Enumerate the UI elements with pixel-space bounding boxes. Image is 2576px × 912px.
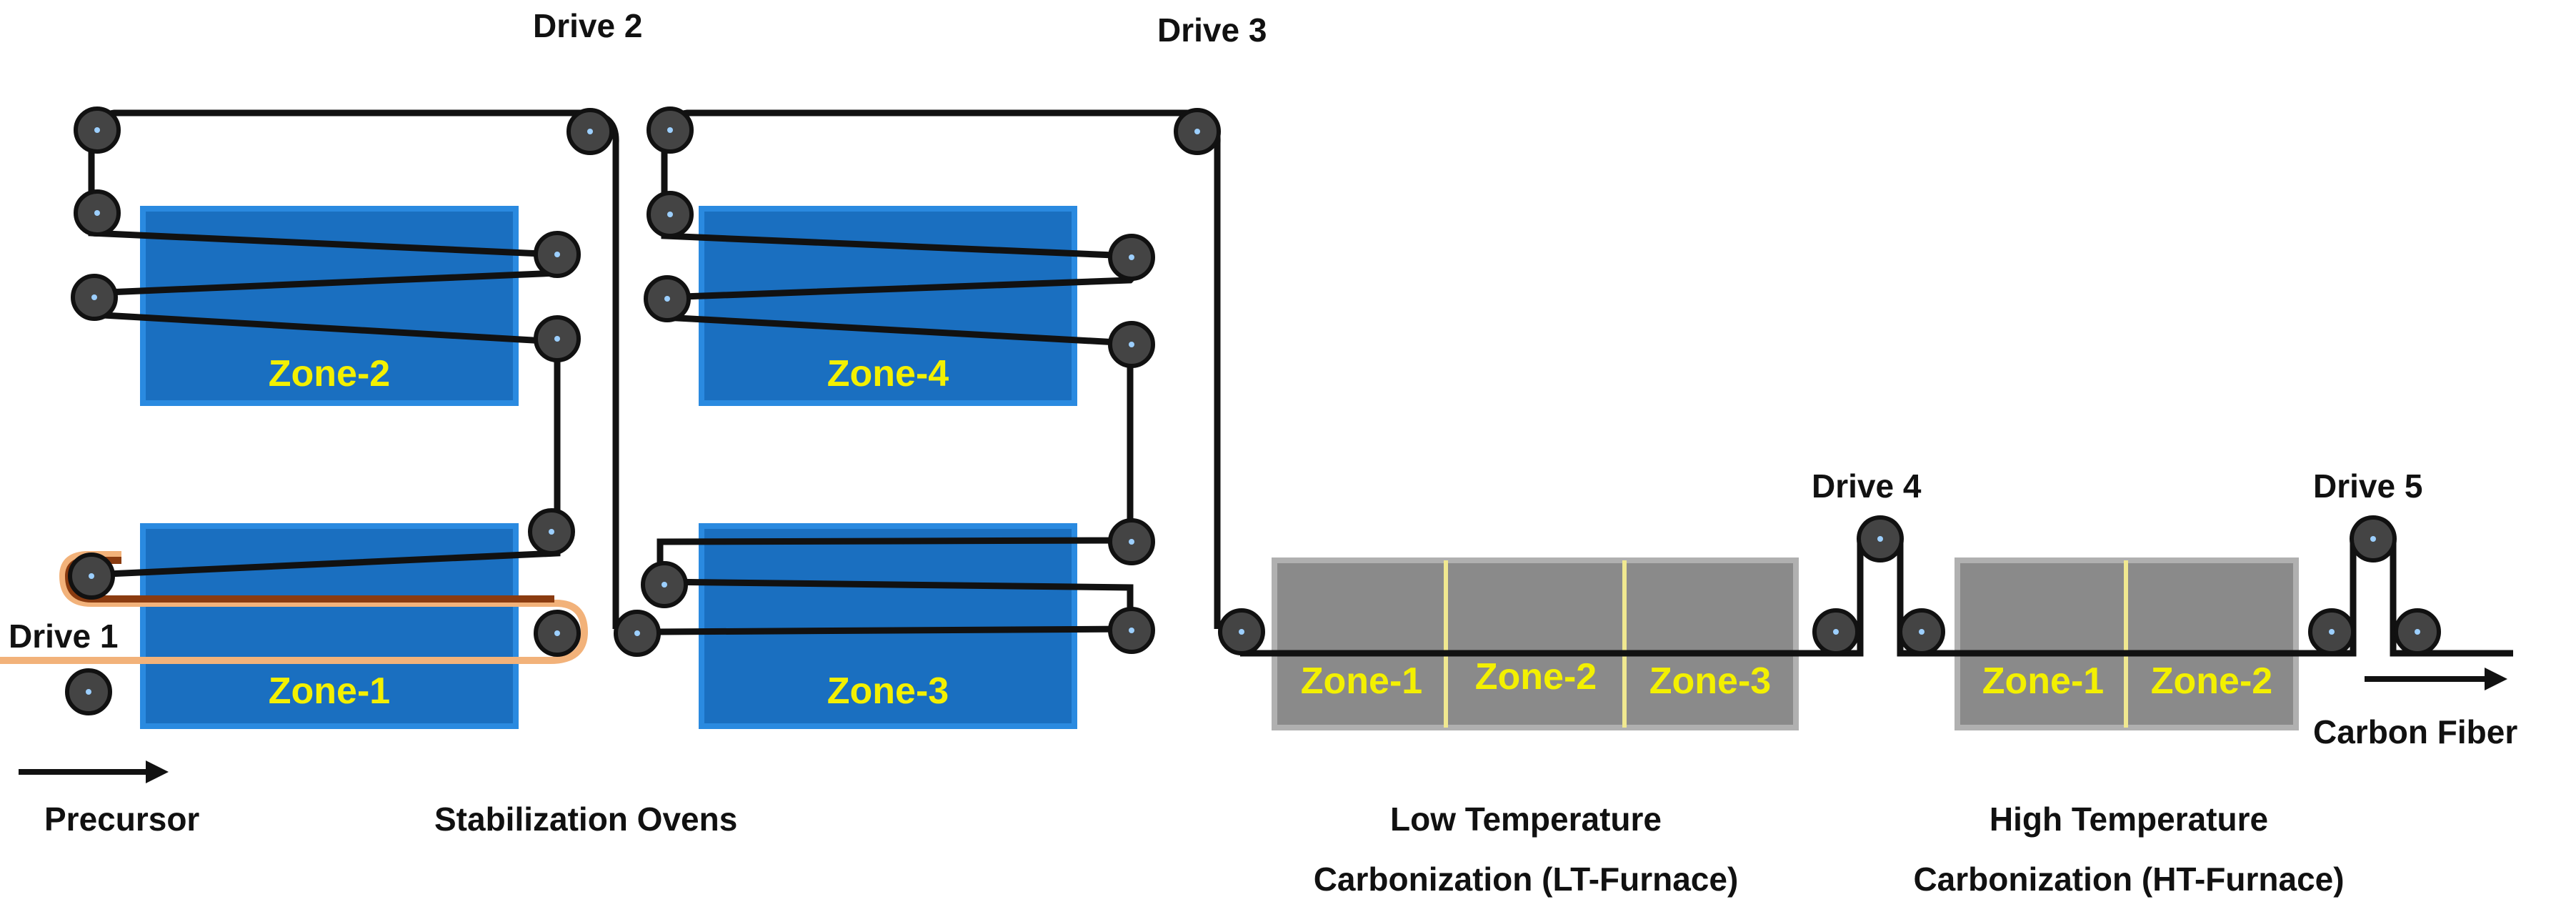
drive-3-label: Drive 3 <box>1157 11 1267 49</box>
roller <box>647 191 694 238</box>
roller <box>68 552 115 600</box>
precursor-arrow <box>19 760 169 783</box>
drive-5-label: Drive 5 <box>2313 467 2422 505</box>
roller <box>614 610 661 657</box>
roller <box>2394 608 2441 655</box>
roller <box>647 106 694 154</box>
lt-zone-3-label: Zone-3 <box>1649 660 1771 702</box>
roller <box>534 610 581 657</box>
roller <box>641 561 688 608</box>
roller <box>1174 108 1221 155</box>
roller <box>74 106 121 154</box>
carbon-fiber-arrow <box>2365 668 2507 690</box>
roller <box>1108 518 1155 565</box>
roller <box>644 275 691 322</box>
roller <box>534 315 581 362</box>
oven-zone-1-label: Zone-1 <box>269 670 390 712</box>
roller <box>1812 608 1859 655</box>
ht-furnace-caption-line1: High Temperature <box>1990 801 2268 838</box>
oven-zone-2-label: Zone-2 <box>269 353 390 395</box>
roller <box>528 508 575 555</box>
roller <box>1218 608 1265 655</box>
rollers <box>65 106 2441 715</box>
oven-zone-3-label: Zone-3 <box>827 670 949 712</box>
precursor-entry-path <box>0 551 589 664</box>
lt-furnace <box>1272 557 1799 730</box>
roller <box>74 189 121 237</box>
drive-2-label: Drive 2 <box>533 7 642 44</box>
roller <box>534 231 581 278</box>
roller <box>65 668 112 715</box>
precursor-label: Precursor <box>44 801 199 838</box>
roller <box>1857 515 1904 562</box>
roller <box>71 274 118 321</box>
roller <box>1108 234 1155 281</box>
stabilization-caption: Stabilization Ovens <box>434 801 737 838</box>
ht-zone-2-label: Zone-2 <box>2151 660 2272 702</box>
oven-zone-4-label: Zone-4 <box>827 353 949 395</box>
roller <box>566 108 614 155</box>
roller <box>1108 321 1155 368</box>
lt-furnace-caption-line2: Carbonization (LT-Furnace) <box>1314 861 1739 898</box>
roller <box>1898 608 1945 655</box>
roller <box>2350 515 2397 562</box>
lt-furnace-caption-line1: Low Temperature <box>1390 801 1662 838</box>
ht-furnace-caption-line2: Carbonization (HT-Furnace) <box>1913 861 2344 898</box>
roller <box>1108 607 1155 654</box>
drive-4-label: Drive 4 <box>1812 467 1922 505</box>
lt-zone-2-label: Zone-2 <box>1475 656 1597 698</box>
roller <box>2308 608 2355 655</box>
lt-zone-1-label: Zone-1 <box>1301 660 1422 702</box>
drive-1-label: Drive 1 <box>9 618 118 655</box>
ht-zone-1-label: Zone-1 <box>1982 660 2104 702</box>
carbon-fiber-label: Carbon Fiber <box>2313 713 2517 750</box>
